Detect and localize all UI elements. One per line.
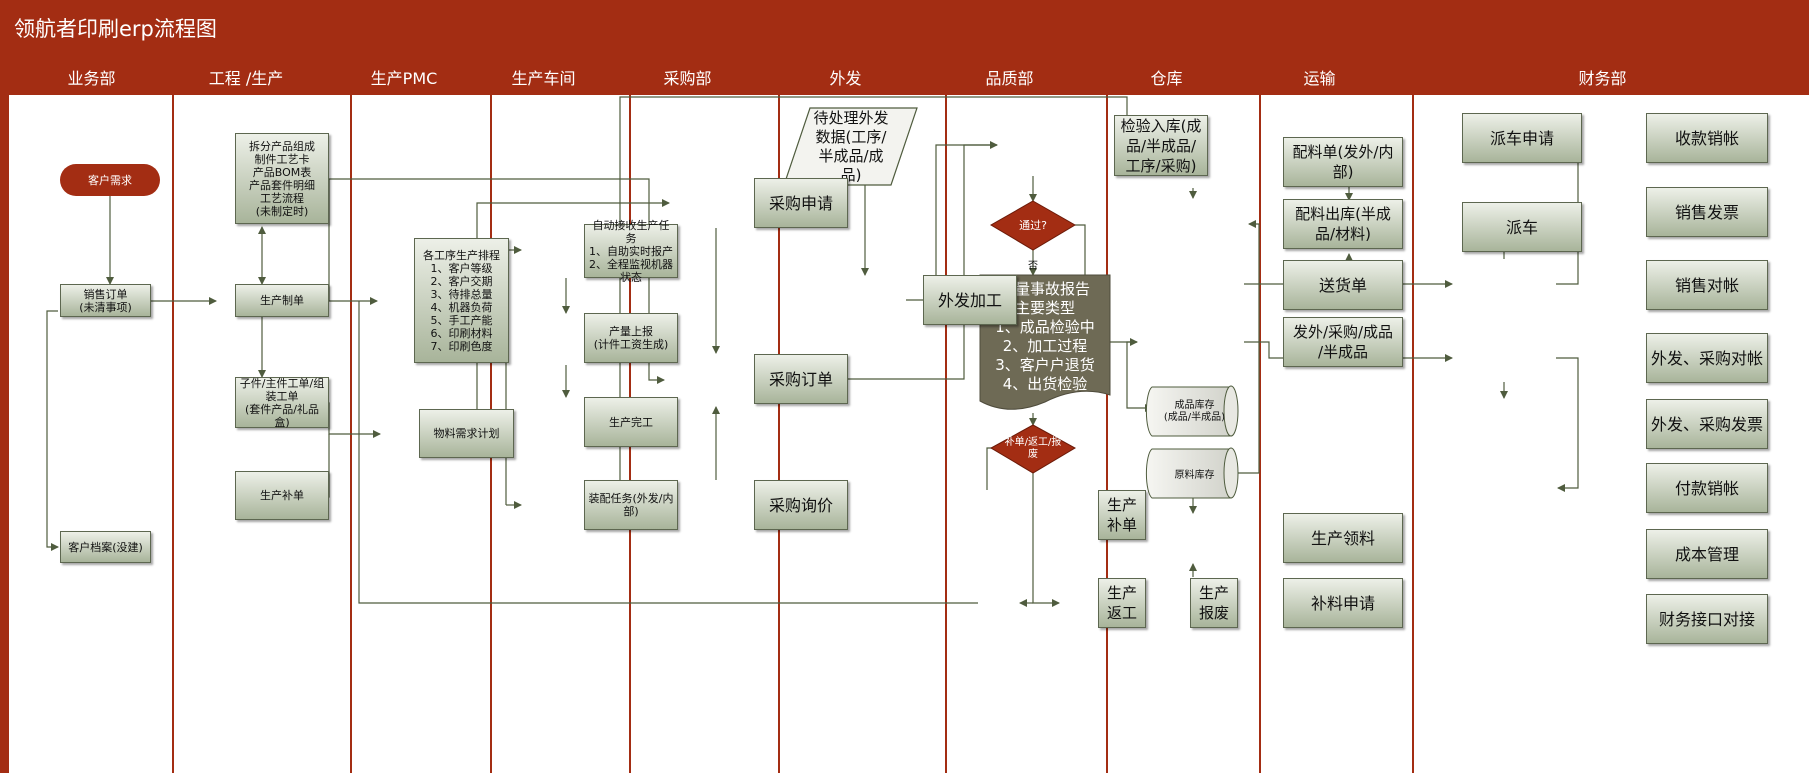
purchase-inquiry-box[interactable]: 采购询价 [754, 480, 848, 530]
customer-demand-label: 客户需求 [88, 174, 132, 187]
output-report-box[interactable]: 产量上报 (计件工资生成) [584, 313, 678, 363]
finance-interface-box[interactable]: 财务接口对接 [1646, 594, 1768, 644]
picking-outbound-box[interactable]: 配料出库(半成 品/材料) [1283, 199, 1403, 249]
sales-reconcile-box[interactable]: 销售对帐 [1646, 260, 1768, 310]
customer-file-box[interactable]: 客户档案(没建) [60, 531, 151, 563]
lane-header-row: 业务部 工程 /生产 生产PMC 生产车间 采购部 外发 品质部 仓库 运输 财… [25, 59, 1809, 95]
lane-header-pmc: 生产PMC [370, 69, 438, 88]
lane-header-outsourcing: 外发 [829, 69, 862, 88]
supplement-request-box[interactable]: 补料申请 [1283, 578, 1403, 628]
lane-header-purchasing: 采购部 [663, 69, 712, 88]
outsource-purchase-reconcile-box[interactable]: 外发、采购对帐 [1646, 333, 1768, 383]
pass-decision-diamond [990, 200, 1076, 251]
production-supplement-box[interactable]: 生产补单 [235, 471, 329, 520]
dispatch-request-box[interactable]: 派车申请 [1462, 113, 1582, 163]
sales-invoice-box[interactable]: 销售发票 [1646, 187, 1768, 237]
lane-header-finance: 财务部 [1578, 69, 1627, 88]
picking-list-box[interactable]: 配料单(发外/内 部) [1283, 137, 1403, 187]
production-complete-box[interactable]: 生产完工 [584, 397, 678, 447]
sales-order-box[interactable]: 销售订单 (未清事项) [60, 284, 151, 317]
qc-rework-box[interactable]: 生产 返工 [1098, 578, 1146, 628]
pending-outsource-label: 待处理外发 数据(工序/ 半成品/成 品) [813, 108, 889, 184]
qc-supplement-box[interactable]: 生产 补单 [1098, 490, 1146, 540]
outsource-process-box[interactable]: 外发加工 [923, 275, 1017, 325]
qc-scrap-box[interactable]: 生产 报废 [1190, 578, 1238, 628]
material-plan-box[interactable]: 物料需求计划 [419, 409, 514, 458]
payment-writeoff-box[interactable]: 付款销帐 [1646, 463, 1768, 513]
lane-header-transport: 运输 [1303, 69, 1336, 88]
production-order-box[interactable]: 生产制单 [235, 284, 329, 317]
receipt-writeoff-box[interactable]: 收款销帐 [1646, 113, 1768, 163]
lane-header-workshop: 生产车间 [511, 69, 576, 88]
lane-header-sales: 业务部 [67, 69, 116, 88]
purchase-request-box[interactable]: 采购申请 [754, 178, 848, 228]
rework-decision-diamond [989, 424, 1077, 474]
no-label: 否 [1028, 260, 1038, 272]
pending-outsource-shape [783, 107, 918, 186]
split-product-box[interactable]: 拆分产品组成 制件工艺卡 产品BOM表 产品套件明细 工艺流程 (未制定时) [235, 133, 329, 224]
sub-work-order-box[interactable]: 子件/主件工单/组 装工单 (套件产品/礼品盒) [235, 377, 329, 429]
customer-demand-terminator [60, 164, 160, 196]
assembly-task-box[interactable]: 装配任务(外发/内 部) [584, 480, 678, 530]
inspection-inbound-box[interactable]: 检验入库(成 品/半成品/ 工序/采购) [1114, 115, 1208, 176]
lane-header-quality: 品质部 [985, 69, 1034, 88]
diagram-title: 领航者印刷erp流程图 [14, 17, 217, 41]
quality-report-label: 质量事故报告 主要类型 1、成品检验中 2、加工过程 3、客户户退货 4、出货检… [995, 280, 1095, 393]
cost-management-box[interactable]: 成本管理 [1646, 529, 1768, 579]
outsource-purchase-invoice-box[interactable]: 外发、采购发票 [1646, 399, 1768, 449]
delivery-note-box[interactable]: 送货单 [1283, 260, 1403, 310]
scheduling-box[interactable]: 各工序生产排程 1、客户等级 2、客户交期 3、待排总量 4、机器负荷 5、手工… [414, 238, 509, 363]
raw-stock-label: 原料库存 [1174, 470, 1215, 481]
lane-header-engineering: 工程 /生产 [208, 69, 284, 88]
purchase-order-box[interactable]: 采购订单 [754, 354, 848, 404]
material-requisition-box[interactable]: 生产领料 [1283, 513, 1403, 563]
outsource-purchase-inbound-box[interactable]: 发外/采购/成品 /半成品 [1283, 317, 1403, 367]
finished-stock-label: 成品库存 (成品/半成品) [1163, 399, 1226, 423]
rework-decision-label: 补单/返工/报 废 [1004, 437, 1062, 460]
dispatch-box[interactable]: 派车 [1462, 202, 1582, 252]
diagram-canvas: 客户需求 待处理外发 数据(工序/ 半成品/成 品) 通过? 否 质量事故报告 … [9, 95, 1809, 773]
auto-receive-box[interactable]: 自动接收生产任务 1、自助实时报产 2、全程监视机器 状态 [584, 219, 678, 284]
pass-decision-label: 通过? [1019, 219, 1047, 232]
lane-header-warehouse: 仓库 [1150, 69, 1183, 88]
